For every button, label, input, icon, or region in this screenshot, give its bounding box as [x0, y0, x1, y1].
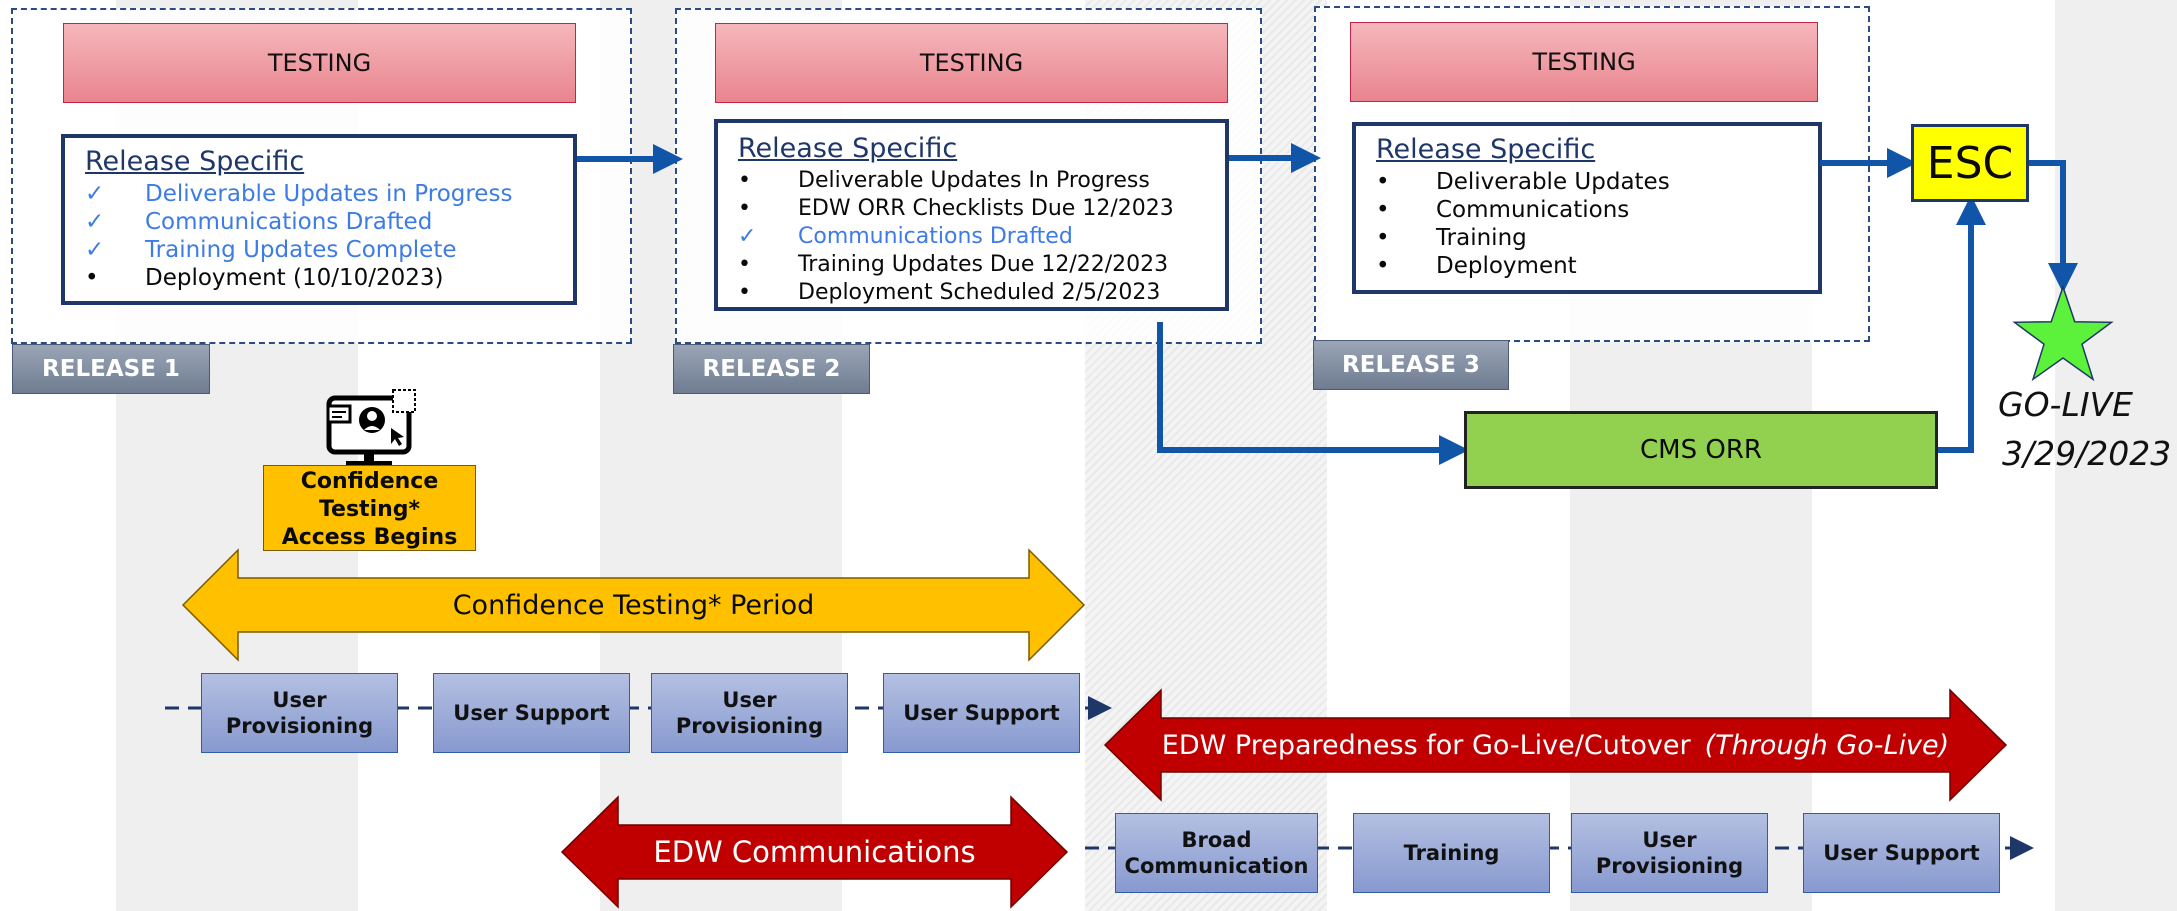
- edw-communications-arrow: [560, 795, 1069, 909]
- check-icon: ✓: [738, 224, 757, 249]
- confidence-period-arrow: [181, 548, 1086, 662]
- release-3-testing-bar: TESTING: [1350, 22, 1818, 102]
- bullet-icon: •: [1376, 169, 1390, 195]
- confidence-access-line: Access Begins: [281, 525, 458, 550]
- release-list-item: ✓ Communications Drafted: [738, 223, 1205, 251]
- edw-preparedness-label-wrap: EDW Preparedness for Go-Live/Cutover (Th…: [1161, 718, 1950, 772]
- release-3-tag: RELEASE 3: [1313, 340, 1509, 390]
- task-user-support: User Support: [1803, 813, 2000, 893]
- confidence-access-line: Confidence: [300, 469, 439, 494]
- go-live-star-icon: [2012, 284, 2114, 382]
- release-list-item: • Deliverable Updates In Progress: [738, 167, 1205, 195]
- release-item-text: Training Updates Complete: [145, 237, 457, 263]
- release-2-items: • Deliverable Updates In Progress • EDW ORR…: [738, 167, 1205, 307]
- task-line: User Support: [453, 701, 610, 725]
- edw-preparedness-arrow: [1103, 688, 2008, 802]
- task-line: User: [1642, 828, 1697, 852]
- release-list-item: • Deployment (10/10/2023): [85, 264, 553, 292]
- connector-esc-golive: [2029, 160, 2078, 293]
- release-item-text: Deliverable Updates: [1436, 169, 1670, 195]
- go-live-label: GO-LIVE: [1998, 385, 2133, 424]
- bullet-icon: •: [738, 168, 751, 193]
- release-1-title: Release Specific: [85, 146, 305, 177]
- cms-orr-box: CMS ORR: [1464, 411, 1938, 489]
- bullet-icon: •: [738, 196, 751, 221]
- release-3-content-box: Release Specific • Deliverable Updates • Co…: [1352, 122, 1822, 294]
- release-list-item: ✓ Training Updates Complete: [85, 236, 553, 264]
- task-line: Training: [1403, 841, 1500, 865]
- bullet-icon: •: [85, 265, 99, 291]
- task-line: User Support: [1823, 841, 1980, 865]
- release-list-item: ✓ Communications Drafted: [85, 208, 553, 236]
- release-1-items: ✓ Deliverable Updates in Progress ✓ Communi…: [85, 180, 553, 292]
- release-list-item: • Deployment Scheduled 2/5/2023: [738, 279, 1205, 307]
- bullet-icon: •: [1376, 253, 1390, 279]
- task-user-support: User Support: [883, 673, 1080, 753]
- connector-r2-cms: [1157, 322, 1469, 465]
- confidence-access-box: Confidence Testing* Access Begins: [263, 465, 476, 551]
- release-list-item: • EDW ORR Checklists Due 12/2023: [738, 195, 1205, 223]
- bullet-icon: •: [1376, 225, 1390, 251]
- connector-cms-esc: [1938, 195, 1986, 453]
- task-line: Provisioning: [675, 714, 824, 738]
- release-list-item: • Deployment: [1376, 252, 1798, 280]
- release-2-tag: RELEASE 2: [673, 344, 870, 394]
- release-item-text: Deployment Scheduled 2/5/2023: [798, 280, 1161, 305]
- confidence-access-line: Testing*: [318, 497, 421, 522]
- bullet-icon: •: [738, 252, 751, 277]
- bullet-icon: •: [738, 280, 751, 305]
- task-line: Broad: [1181, 828, 1252, 852]
- release-list-item: • Deliverable Updates: [1376, 168, 1798, 196]
- release-list-item: • Training Updates Due 12/22/2023: [738, 251, 1205, 279]
- task-line: Provisioning: [225, 714, 374, 738]
- monitor-user-icon: [326, 389, 416, 467]
- task-user-support: User Support: [433, 673, 630, 753]
- release-item-text: Communications Drafted: [798, 224, 1073, 249]
- release-item-text: Deliverable Updates in Progress: [145, 181, 513, 207]
- release-3-title: Release Specific: [1376, 134, 1596, 165]
- release-1-testing-bar: TESTING: [63, 23, 576, 103]
- release-item-text: Deliverable Updates In Progress: [798, 168, 1150, 193]
- release-item-text: Deployment (10/10/2023): [145, 265, 444, 291]
- release-1-content-box: Release Specific ✓ Deliverable Updates in…: [61, 134, 577, 305]
- task-line: Communication: [1124, 854, 1309, 878]
- release-item-text: Deployment: [1436, 253, 1577, 279]
- release-item-text: Training Updates Due 12/22/2023: [798, 252, 1169, 277]
- task-line: Provisioning: [1595, 854, 1744, 878]
- task-line: User: [722, 688, 777, 712]
- task-training: Training: [1353, 813, 1550, 893]
- confidence-period-label: Confidence Testing* Period: [452, 589, 815, 621]
- esc-box: ESC: [1911, 124, 2029, 202]
- check-icon: ✓: [85, 181, 105, 207]
- release-item-text: EDW ORR Checklists Due 12/2023: [798, 196, 1174, 221]
- check-icon: ✓: [85, 237, 105, 263]
- edw-communications-label: EDW Communications: [653, 835, 976, 869]
- release-1-tag: RELEASE 1: [12, 344, 210, 394]
- task-line: User Support: [903, 701, 1060, 725]
- release-list-item: • Training: [1376, 224, 1798, 252]
- release-2-content-box: Release Specific • Deliverable Updates In…: [714, 119, 1229, 311]
- check-icon: ✓: [85, 209, 105, 235]
- bullet-icon: •: [1376, 197, 1390, 223]
- release-item-text: Communications Drafted: [145, 209, 433, 235]
- release-3-items: • Deliverable Updates • Communications • Trai…: [1376, 168, 1798, 280]
- release-2-title: Release Specific: [738, 133, 958, 164]
- release-list-item: ✓ Deliverable Updates in Progress: [85, 180, 553, 208]
- background-stripe: [2055, 0, 2177, 911]
- release-item-text: Training: [1436, 225, 1527, 251]
- release-list-item: • Communications: [1376, 196, 1798, 224]
- task-line: User: [272, 688, 327, 712]
- edw-preparedness-note: (Through Go-Live): [1704, 729, 1950, 761]
- release-2-testing-bar: TESTING: [715, 23, 1228, 103]
- edw-preparedness-label: EDW Preparedness for Go-Live/Cutover: [1161, 729, 1691, 761]
- release-item-text: Communications: [1436, 197, 1630, 223]
- go-live-date: 3/29/2023: [2002, 434, 2172, 473]
